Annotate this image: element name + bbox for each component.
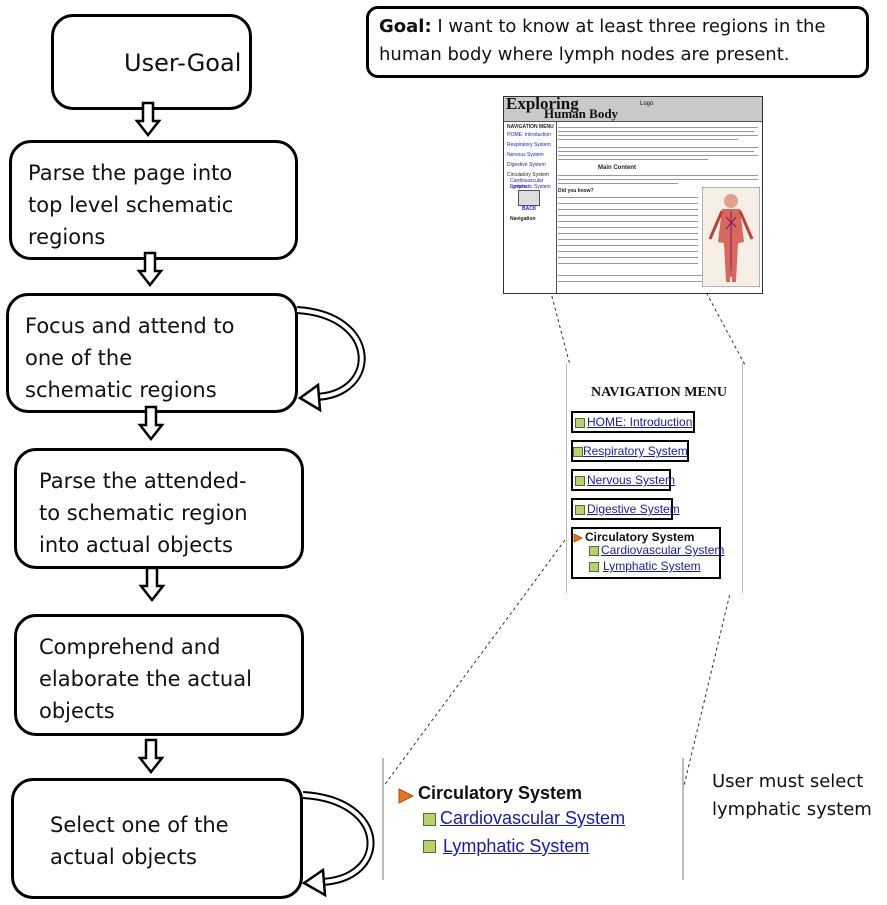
step-select-line1: Select one of the — [50, 813, 229, 837]
step-comprehend-line2: elaborate the actual — [39, 667, 252, 691]
nav-bullet-icon — [589, 562, 599, 572]
goal-callout: Goal: I want to know at least three regi… — [366, 6, 869, 78]
step-select-box: Select one of the actual objects — [11, 778, 303, 899]
nav-bullet-icon — [589, 546, 599, 556]
step-focus-line1: Focus and attend to — [25, 314, 235, 338]
zoom-link-cardiovascular[interactable]: Cardiovascular System — [440, 808, 626, 828]
down-arrow-4 — [139, 566, 165, 602]
nav-box-home — [571, 411, 695, 433]
goal-text-line1: I want to know at least three regions in… — [431, 16, 826, 37]
expand-arrow-large-icon — [398, 788, 414, 804]
nav-group-circulatory: Circulatory System — [585, 530, 695, 544]
step-parse-region-box: Parse the attended- to schematic region … — [14, 448, 304, 569]
nav-menu-title: NAVIGATION MENU — [591, 385, 727, 400]
zoom-group-circulatory: Circulatory System — [418, 783, 583, 803]
step-focus-line2: one of the — [25, 346, 133, 370]
thumb-nav-item: Digestive System — [507, 162, 546, 168]
user-goal-box: User-Goal — [51, 14, 252, 110]
loop-arrow-focus — [296, 306, 366, 413]
nav-box-digestive — [571, 498, 673, 520]
down-arrow-2 — [137, 251, 163, 287]
thumb-title-line1: Exploring — [506, 96, 579, 113]
step-select-line2: actual objects — [50, 845, 197, 869]
human-body-image — [702, 187, 760, 287]
step-comprehend-box: Comprehend and elaborate the actual obje… — [14, 614, 304, 736]
step-comprehend-line1: Comprehend and — [39, 635, 221, 659]
step-parse-region-line2: to schematic region — [39, 501, 248, 525]
step-focus-line3: schematic regions — [25, 378, 217, 402]
zoom-bullet-icon — [423, 840, 436, 853]
thumb-nav-item: Respiratory System — [507, 142, 551, 148]
goal-label: Goal: — [379, 16, 432, 37]
thumb-title-line2: Human Body — [544, 106, 619, 121]
nav-bullet-icon — [573, 447, 583, 457]
step-parse-page-line3: regions — [28, 225, 106, 249]
step-parse-page-line1: Parse the page into — [28, 161, 233, 185]
zoomed-nav-menu: NAVIGATION MENU HOME: Introduction Respi… — [566, 363, 743, 593]
loop-arrow-select — [301, 791, 375, 898]
nav-item-home[interactable]: HOME: Introduction — [587, 415, 693, 429]
nav-box-nervous — [571, 469, 671, 491]
note-line1: User must select — [712, 771, 864, 792]
thumb-nav-item: HOME: Introduction — [507, 132, 551, 138]
nav-box-circulatory — [571, 527, 721, 579]
nav-bullet-icon — [575, 476, 585, 486]
down-arrow-5 — [138, 738, 164, 774]
selection-note: User must select lymphatic system — [712, 768, 872, 824]
zoom-link-lymphatic[interactable]: Lymphatic System — [443, 836, 590, 856]
thumb-back-label: BACK — [522, 206, 537, 212]
zoom-bullet-icon — [423, 813, 436, 826]
down-arrow-1 — [135, 101, 161, 137]
thumb-nav-column: NAVIGATION MENU HOME: Introduction Respi… — [504, 122, 557, 293]
thumb-nav-item: Circulatory System — [507, 172, 549, 178]
user-goal-text: User-Goal — [124, 49, 242, 77]
thumb-logo: Logo — [640, 101, 654, 107]
nav-item-respiratory[interactable]: Respiratory System — [583, 444, 688, 458]
step-parse-page-line2: top level schematic — [28, 193, 234, 217]
down-arrow-3 — [138, 405, 164, 441]
step-parse-region-line3: into actual objects — [39, 533, 233, 557]
thumb-back-icon — [518, 190, 540, 206]
nav-item-cardiovascular[interactable]: Cardiovascular System — [601, 543, 725, 557]
note-line2: lymphatic system — [712, 799, 872, 820]
thumb-nav-item: Lymphatic System — [510, 184, 551, 190]
nav-item-lymphatic[interactable]: Lymphatic System — [603, 559, 701, 573]
thumb-header: Exploring Human Body Logo — [504, 97, 762, 122]
nav-bullet-icon — [575, 418, 585, 428]
thumb-nav-word: Navigation — [510, 216, 536, 222]
step-comprehend-line3: objects — [39, 699, 115, 723]
thumb-facts-heading: Did you know? — [558, 188, 594, 194]
expand-arrow-icon — [573, 533, 583, 543]
step-parse-region-line1: Parse the attended- — [39, 469, 247, 493]
thumb-section-title: Main Content — [598, 165, 636, 171]
nav-item-digestive[interactable]: Digestive System — [587, 502, 680, 516]
thumb-nav-heading: NAVIGATION MENU — [507, 124, 554, 130]
thumb-nav-item: Nervous System — [507, 152, 544, 158]
nav-box-respiratory — [571, 440, 689, 462]
page-thumbnail: Exploring Human Body Logo NAVIGATION MEN… — [503, 96, 763, 294]
nav-item-nervous[interactable]: Nervous System — [587, 473, 676, 487]
nav-bullet-icon — [575, 505, 585, 515]
thumb-nav-item: Cardiovascular System — [510, 178, 544, 190]
goal-text-line2: human body where lymph nodes are present… — [379, 44, 790, 65]
